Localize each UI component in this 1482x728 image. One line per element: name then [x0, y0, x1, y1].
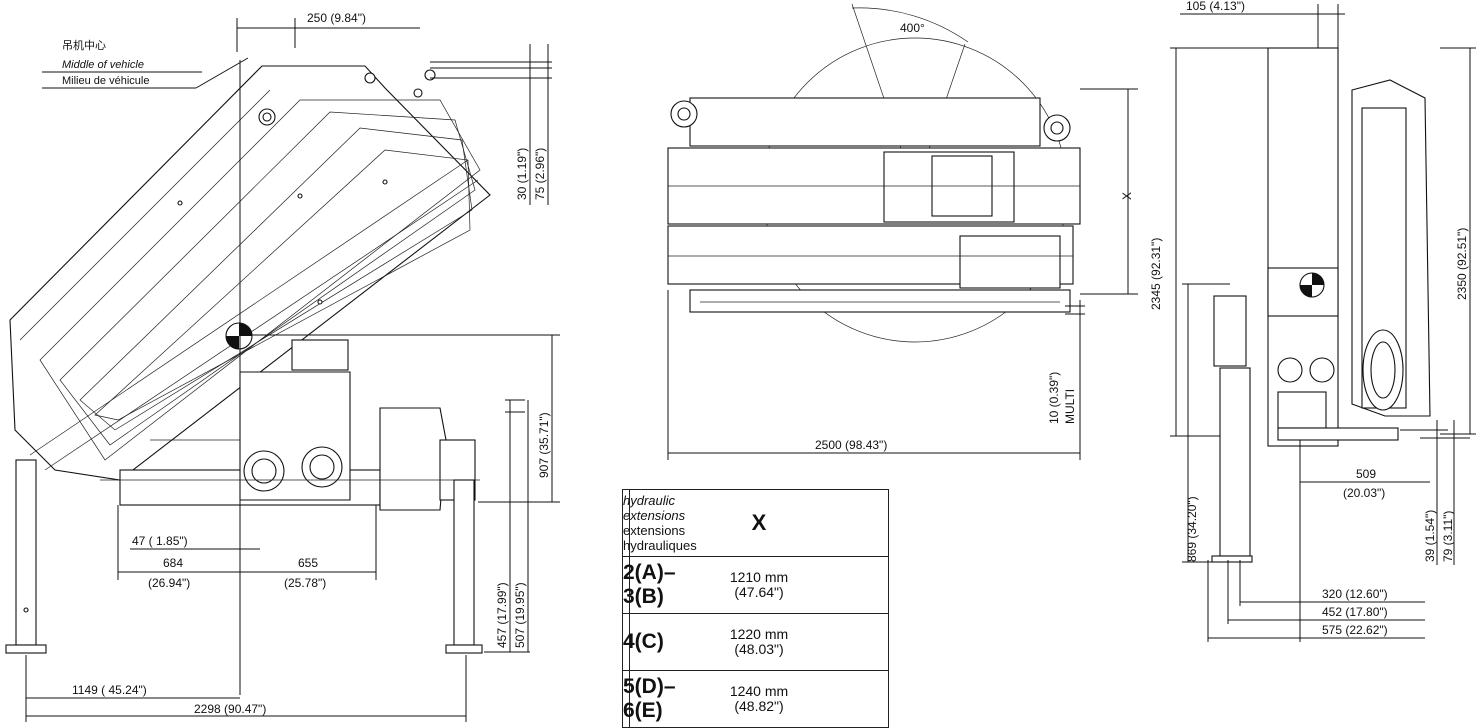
row-value-inch: (47.64") — [734, 584, 784, 600]
rear-view: 105 (4.13") 2345 (92.31") 2350 (92.51") … — [1149, 0, 1476, 642]
dim-multi-10: 10 (0.39") — [1047, 372, 1061, 424]
row-label: 5(D)–6(E) — [623, 675, 676, 722]
row-value-mm: 1210 mm — [729, 569, 789, 585]
dim-30: 30 (1.19") — [515, 148, 529, 200]
slew-400: 400° — [900, 21, 925, 35]
dim-2298: 2298 (90.47") — [194, 702, 266, 716]
dim-907: 907 (35.71") — [537, 412, 551, 478]
dim-452: 452 (17.80") — [1322, 605, 1388, 619]
dim-655-in: (25.78") — [284, 576, 326, 590]
row-value-mm: 1220 mm — [729, 626, 789, 642]
dim-509: 509 — [1356, 467, 1376, 481]
row-label-cell: 4(C) — [622, 613, 664, 671]
extensions-table: hydraulic extensions extensions hydrauli… — [622, 489, 889, 728]
dim-2500: 2500 (98.43") — [815, 438, 887, 452]
header-extensions-hydrauliques: extensions hydrauliques — [623, 523, 697, 553]
table-header-extensions: hydraulic extensions extensions hydrauli… — [622, 489, 697, 557]
dim-655: 655 — [298, 556, 318, 570]
row-value-inch: (48.82") — [734, 698, 784, 714]
middle-label-fr: Milieu de véhicule — [62, 75, 149, 87]
row-value-cell: 1240 mm (48.82") — [629, 670, 889, 728]
row-label-cell: 5(D)–6(E) — [622, 670, 676, 728]
dim-105: 105 (4.13") — [1186, 0, 1245, 13]
dim-320: 320 (12.60") — [1322, 587, 1388, 601]
table-row: 5(D)–6(E) 1240 mm (48.82") — [622, 670, 889, 728]
middle-label-en: Middle of vehicle — [62, 59, 144, 71]
dim-457: 457 (17.99") — [495, 582, 509, 648]
row-label: 2(A)–3(B) — [623, 561, 676, 608]
row-label: 4(C) — [623, 630, 664, 653]
dim-684: 684 — [163, 556, 183, 570]
table-row: 4(C) 1220 mm (48.03") — [622, 613, 889, 671]
table-header-row: hydraulic extensions extensions hydrauli… — [622, 489, 889, 557]
dim-869: 869 (34.20") — [1185, 496, 1199, 562]
side-view: 250 (9.84") 吊机中心 Middle of vehicle Milie… — [5, 11, 560, 722]
dim-575: 575 (22.62") — [1322, 623, 1388, 637]
dim-multi-label: MULTI — [1063, 389, 1077, 424]
x-label: X — [1120, 192, 1134, 200]
table-row: 2(A)–3(B) 1210 mm (47.64") — [622, 556, 889, 614]
table-header-x: X — [629, 489, 889, 557]
dim-2345: 2345 (92.31") — [1149, 238, 1163, 310]
dim-250: 250 (9.84") — [307, 11, 366, 25]
row-value-inch: (48.03") — [734, 641, 784, 657]
dim-39: 39 (1.54") — [1423, 510, 1437, 562]
dim-509-in: (20.03") — [1343, 486, 1385, 500]
dim-1149: 1149 ( 45.24") — [72, 683, 147, 697]
row-label-cell: 2(A)–3(B) — [622, 556, 676, 614]
row-value-cell: 1220 mm (48.03") — [629, 613, 889, 671]
header-x-label: X — [751, 510, 767, 535]
row-value-mm: 1240 mm — [729, 683, 789, 699]
dim-2350: 2350 (92.51") — [1455, 228, 1469, 300]
dim-47: 47 ( 1.85") — [132, 534, 188, 548]
middle-label-zh: 吊机中心 — [62, 38, 106, 52]
dim-684-in: (26.94") — [148, 576, 190, 590]
row-value-cell: 1210 mm (47.64") — [629, 556, 889, 614]
header-hydraulic-extensions: hydraulic extensions — [623, 493, 686, 523]
dim-75: 75 (2.96") — [533, 148, 547, 200]
dim-507: 507 (19.95") — [513, 582, 527, 648]
dim-79: 79 (3.11") — [1441, 511, 1455, 562]
top-view: 400° X 10 (0.39") MULTI 2500 (98.43") — [667, 3, 1138, 460]
